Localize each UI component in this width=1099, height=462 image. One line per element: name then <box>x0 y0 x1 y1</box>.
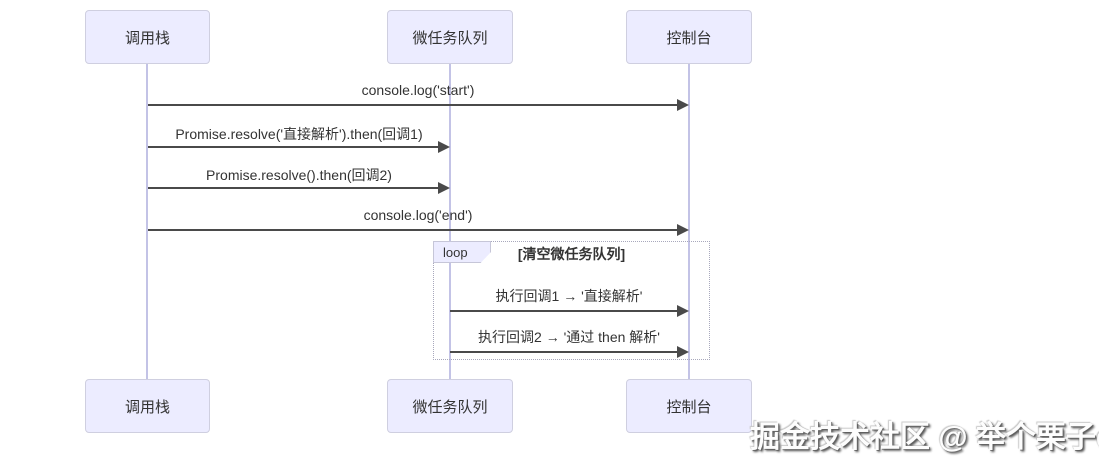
message-label-1: console.log('start') <box>361 82 475 98</box>
lifeline-call-stack <box>146 64 148 379</box>
message-label-3: Promise.resolve().then(回调2) <box>206 167 392 183</box>
arrowhead-icon <box>677 99 689 111</box>
actor-label: 控制台 <box>666 398 712 416</box>
message-label-2: Promise.resolve('直接解析').then(回调1) <box>175 126 423 142</box>
actor-label: 调用栈 <box>124 398 170 416</box>
message-label-4: console.log('end') <box>363 207 473 223</box>
loop-keyword: loop <box>443 244 468 260</box>
watermark-text: 掘金技术社区 @ 举个栗子dhy <box>750 421 1099 454</box>
message-line-5 <box>450 310 677 312</box>
lifeline-microtask-queue <box>449 64 451 379</box>
actor-label: 微任务队列 <box>412 398 488 416</box>
actor-bottom-console: 控制台 <box>626 379 752 433</box>
actor-label: 调用栈 <box>124 29 170 47</box>
arrowhead-icon <box>677 346 689 358</box>
lifeline-console <box>688 64 690 379</box>
loop-condition: [清空微任务队列] <box>517 246 626 262</box>
loop-frame <box>433 241 710 360</box>
message-line-1 <box>148 104 677 106</box>
actor-top-call-stack: 调用栈 <box>85 10 210 64</box>
message-line-2 <box>148 146 438 148</box>
arrowhead-icon <box>677 224 689 236</box>
arrowhead-icon <box>438 182 450 194</box>
actor-label: 微任务队列 <box>412 29 488 47</box>
arrowhead-icon <box>677 305 689 317</box>
message-label-5: 执行回调1 → '直接解析' <box>495 288 643 304</box>
message-line-4 <box>148 229 677 231</box>
actor-top-microtask-queue: 微任务队列 <box>387 10 513 64</box>
actor-label: 控制台 <box>666 29 712 47</box>
message-line-6 <box>450 351 677 353</box>
arrowhead-icon <box>438 141 450 153</box>
actor-bottom-microtask-queue: 微任务队列 <box>387 379 513 433</box>
message-label-6: 执行回调2 → '通过 then 解析' <box>478 329 660 345</box>
loop-label: loop <box>433 241 491 263</box>
message-line-3 <box>148 187 438 189</box>
actor-bottom-call-stack: 调用栈 <box>85 379 210 433</box>
actor-top-console: 控制台 <box>626 10 752 64</box>
